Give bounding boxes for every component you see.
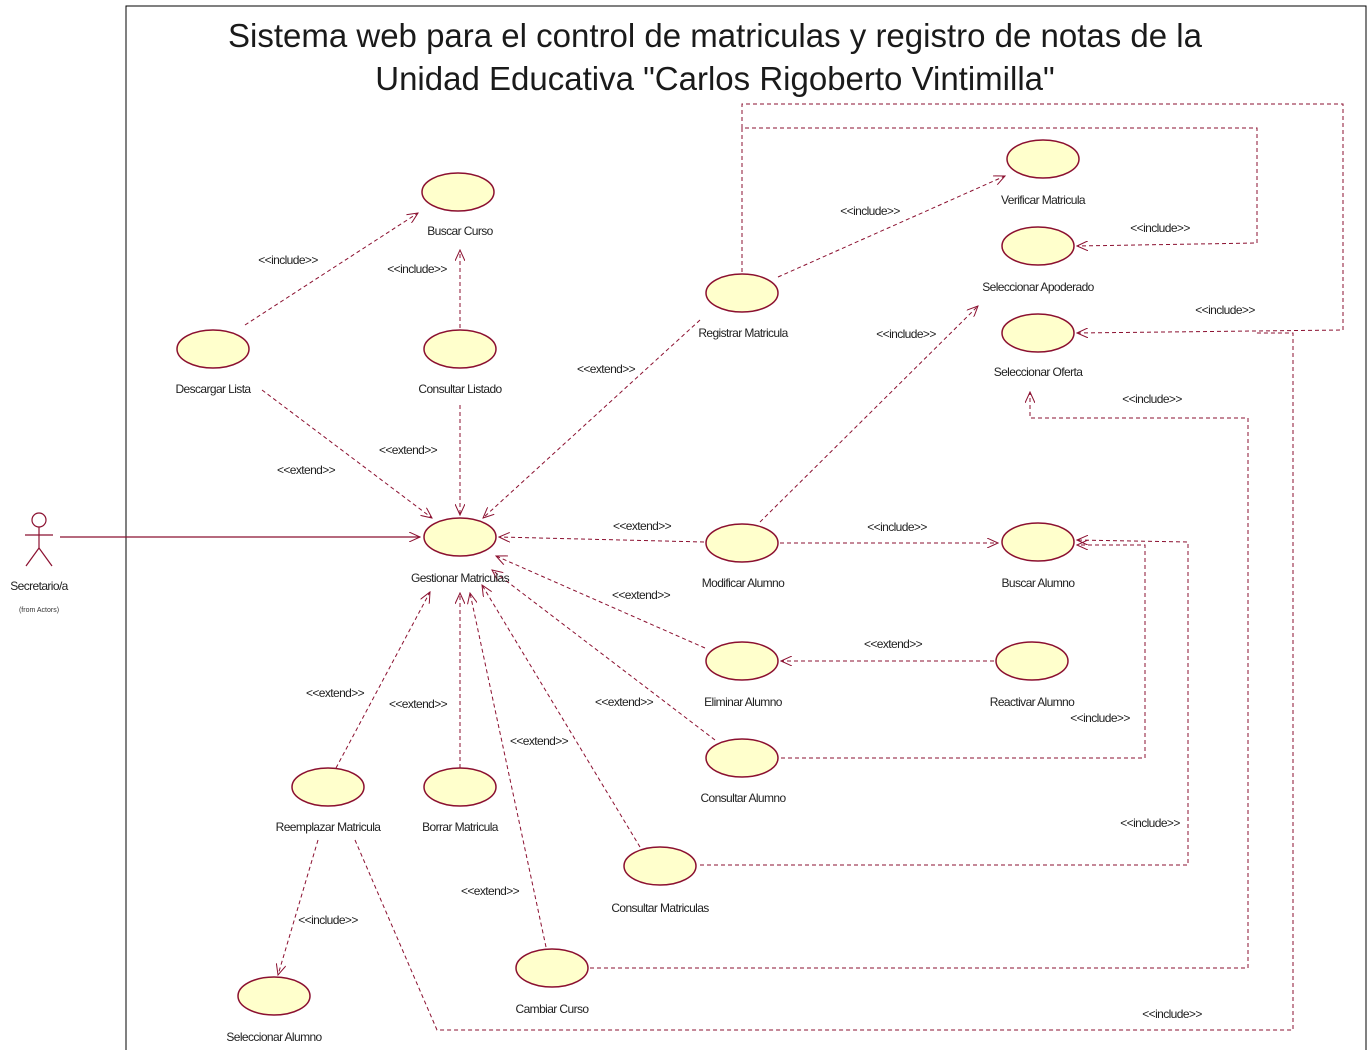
stereotype-include-registrar-apoderado: <<include>> xyxy=(1130,221,1190,235)
stereotype-include-consultar-matriculas-buscar: <<include>> xyxy=(1120,816,1180,830)
use-case-cambiar-curso[interactable]: Cambiar Curso xyxy=(515,948,590,1016)
extend-cambiar-line xyxy=(470,593,547,948)
stereotype-include-consultar-buscar: <<include>> xyxy=(387,262,447,276)
include-registrar-oferta-line xyxy=(741,103,1344,333)
use-case-buscar-alumno[interactable]: Buscar Alumno xyxy=(1001,522,1076,590)
stereotype-include-registrar-oferta: <<include>> xyxy=(1195,303,1255,317)
use-case-label: Consultar Alumno xyxy=(700,791,786,805)
use-case-registrar-matricula[interactable]: Registrar Matricula xyxy=(698,273,789,340)
extend-eliminar-line xyxy=(496,556,706,649)
use-case-label: Gestionar Matriculas xyxy=(411,571,510,585)
stereotype-include-cambiar-oferta: <<include>> xyxy=(1122,392,1182,406)
stereotype-extend-cambiar-a: <<extend>> xyxy=(510,734,569,748)
stereotype-include-descargar-buscar: <<include>> xyxy=(258,253,318,267)
include-reemplazar-oferta-line xyxy=(354,332,1294,1031)
use-case-label: Seleccionar Alumno xyxy=(226,1030,322,1044)
use-case-eliminar-alumno[interactable]: Eliminar Alumno xyxy=(704,641,783,709)
include-registrar-apoderado-line xyxy=(741,127,1258,272)
stereotype-extend-registrar: <<extend>> xyxy=(577,362,636,376)
diagram-title-line2: Unidad Educativa "Carlos Rigoberto Vinti… xyxy=(375,60,1054,97)
include-descargar-buscar-line xyxy=(244,213,418,326)
use-case-gestionar-matriculas[interactable]: Gestionar Matriculas xyxy=(411,517,510,585)
use-case-consultar-listado[interactable]: Consultar Listado xyxy=(418,329,503,396)
diagram-title-line1: Sistema web para el control de matricula… xyxy=(228,17,1203,54)
include-consultar-alumno-buscar-line xyxy=(781,545,1146,759)
actor-name: Secretario/a xyxy=(10,579,68,593)
extend-consultar-alumno-line xyxy=(492,570,716,741)
use-case-descargar-lista[interactable]: Descargar Lista xyxy=(175,329,252,396)
stereotype-extend-descargar: <<extend>> xyxy=(277,463,336,477)
use-case-label: Cambiar Curso xyxy=(516,1002,590,1016)
use-case-label: Verificar Matricula xyxy=(1001,193,1086,207)
extend-consultar-matriculas-line xyxy=(482,585,641,848)
use-case-verificar-matricula[interactable]: Verificar Matricula xyxy=(1001,139,1087,207)
stereotype-extend-reemplazar: <<extend>> xyxy=(306,686,365,700)
include-registrar-verificar-line xyxy=(777,176,1005,278)
use-case-reactivar-alumno[interactable]: Reactivar Alumno xyxy=(990,641,1076,709)
extend-modificar-line xyxy=(499,537,705,543)
use-case-consultar-matriculas[interactable]: Consultar Matriculas xyxy=(611,846,710,915)
stereotype-extend-eliminar: <<extend>> xyxy=(612,588,671,602)
stereotype-extend-cambiar-b: <<extend>> xyxy=(461,884,520,898)
use-case-borrar-matricula[interactable]: Borrar Matricula xyxy=(422,767,499,834)
use-case-reemplazar-matricula[interactable]: Reemplazar Matricula xyxy=(276,767,382,834)
use-case-label: Buscar Alumno xyxy=(1002,576,1076,590)
extend-registrar-line xyxy=(483,319,701,518)
use-case-label: Modificar Alumno xyxy=(702,576,785,590)
actor-head xyxy=(31,512,47,528)
use-case-label: Buscar Curso xyxy=(427,224,493,238)
stereotype-include-modificar-buscar: <<include>> xyxy=(867,520,927,534)
stereotype-extend-borrar: <<extend>> xyxy=(389,697,448,711)
use-case-label: Consultar Matriculas xyxy=(611,901,709,915)
use-case-buscar-curso[interactable]: Buscar Curso xyxy=(421,172,495,238)
stereotype-extend-modificar: <<extend>> xyxy=(613,519,672,533)
use-case-modificar-alumno[interactable]: Modificar Alumno xyxy=(702,523,786,590)
stereotype-extend-consultar-alumno: <<extend>> xyxy=(595,695,654,709)
include-modificar-apoderado-line xyxy=(759,306,978,523)
use-case-seleccionar-alumno[interactable]: Seleccionar Alumno xyxy=(226,976,323,1044)
extend-descargar-line xyxy=(261,389,432,518)
use-case-label: Descargar Lista xyxy=(175,382,251,396)
stereotype-include-registrar-verificar: <<include>> xyxy=(840,204,900,218)
use-case-consultar-alumno[interactable]: Consultar Alumno xyxy=(700,738,787,805)
use-case-label: Seleccionar Oferta xyxy=(994,365,1084,379)
use-case-label: Eliminar Alumno xyxy=(704,695,783,709)
stereotype-include-reemplazar-seleccionar: <<include>> xyxy=(298,913,358,927)
extend-reemplazar-line xyxy=(335,592,430,769)
use-case-label: Reemplazar Matricula xyxy=(276,820,382,834)
actor-secretario[interactable] xyxy=(25,512,53,567)
use-case-label: Seleccionar Apoderado xyxy=(982,280,1094,294)
use-case-seleccionar-oferta[interactable]: Seleccionar Oferta xyxy=(994,313,1084,379)
stereotype-extend-reactivar: <<extend>> xyxy=(864,637,923,651)
use-case-label: Borrar Matricula xyxy=(422,820,499,834)
diagram-frame xyxy=(125,5,1367,1050)
stereotype-include-modificar-apoderado: <<include>> xyxy=(876,327,936,341)
include-reemplazar-seleccionar-line xyxy=(278,839,319,975)
include-cambiar-oferta-line xyxy=(590,392,1249,969)
use-case-label: Consultar Listado xyxy=(418,382,502,396)
actor-source: (from Actors) xyxy=(19,607,59,614)
stereotype-extend-consultar-listado: <<extend>> xyxy=(379,443,438,457)
stereotype-include-consultar-alumno-buscar: <<include>> xyxy=(1070,711,1130,725)
use-case-label: Reactivar Alumno xyxy=(990,695,1075,709)
use-case-seleccionar-apoderado[interactable]: Seleccionar Apoderado xyxy=(982,226,1095,294)
stereotype-include-reemplazar-oferta: <<include>> xyxy=(1142,1007,1202,1021)
use-case-label: Registrar Matricula xyxy=(698,326,788,340)
